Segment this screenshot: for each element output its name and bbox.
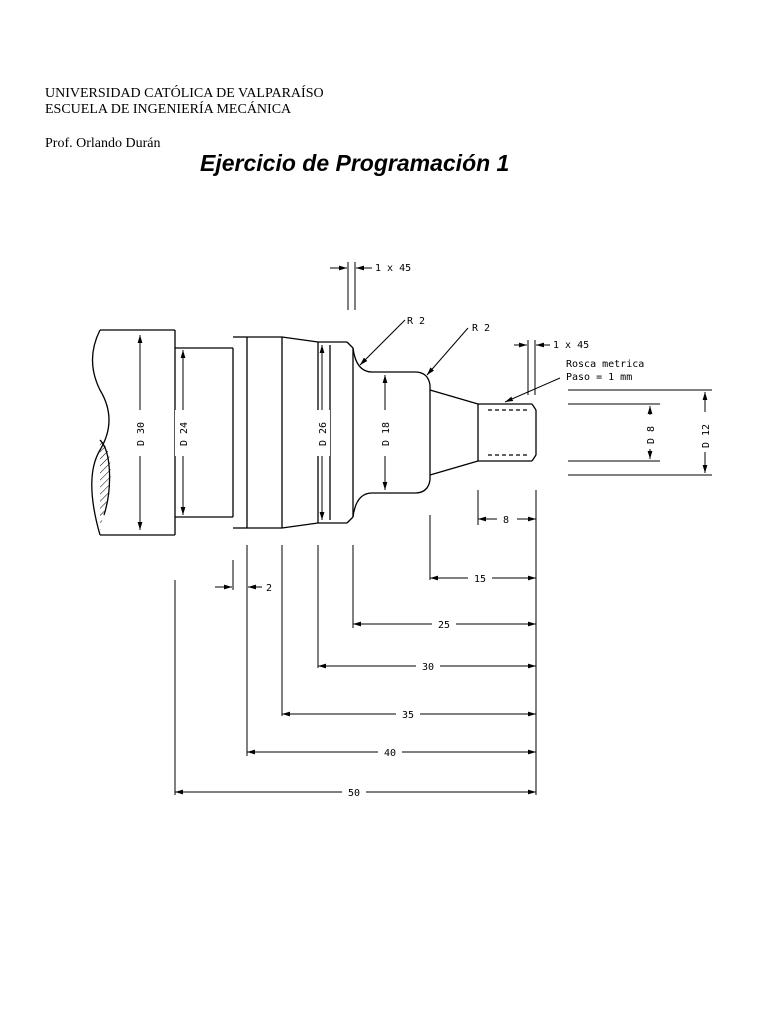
dimension-labels: D 30 D 24 D 26 D 18 D 8 D 12 R 2 R 2 1 x…	[132, 263, 713, 799]
university-name: UNIVERSIDAD CATÓLICA DE VALPARAÍSO	[45, 86, 324, 101]
professor-name: Prof. Orlando Durán	[45, 136, 161, 151]
part-outline	[91, 329, 537, 536]
label-chamfer-left: 1 x 45	[375, 263, 411, 274]
school-name: ESCUELA DE INGENIERÍA MECÁNICA	[45, 102, 292, 117]
label-r-left: R 2	[407, 316, 425, 327]
label-d24: D 24	[179, 422, 190, 446]
label-length-25: 25	[438, 620, 450, 631]
page-title: Ejercicio de Programación 1	[200, 150, 510, 176]
dimension-lines	[137, 262, 712, 795]
label-length-35: 35	[402, 710, 414, 721]
label-length-50: 50	[348, 788, 360, 799]
label-chamfer-right: 1 x 45	[553, 340, 589, 351]
label-d18: D 18	[381, 422, 392, 446]
label-r-right: R 2	[472, 323, 490, 334]
label-d26: D 26	[318, 422, 329, 446]
label-length-2: 2	[266, 583, 272, 594]
label-length-8: 8	[503, 515, 509, 526]
label-d8: D 8	[646, 426, 657, 444]
label-d30: D 30	[136, 422, 147, 446]
label-length-40: 40	[384, 748, 396, 759]
label-length-15: 15	[474, 574, 486, 585]
label-d12: D 12	[701, 424, 712, 448]
label-length-30: 30	[422, 662, 434, 673]
break-line	[91, 329, 110, 536]
label-thread-pitch: Paso = 1 mm	[566, 372, 632, 383]
section-hatch	[100, 440, 111, 535]
label-thread-type: Rosca metrica	[566, 359, 644, 370]
